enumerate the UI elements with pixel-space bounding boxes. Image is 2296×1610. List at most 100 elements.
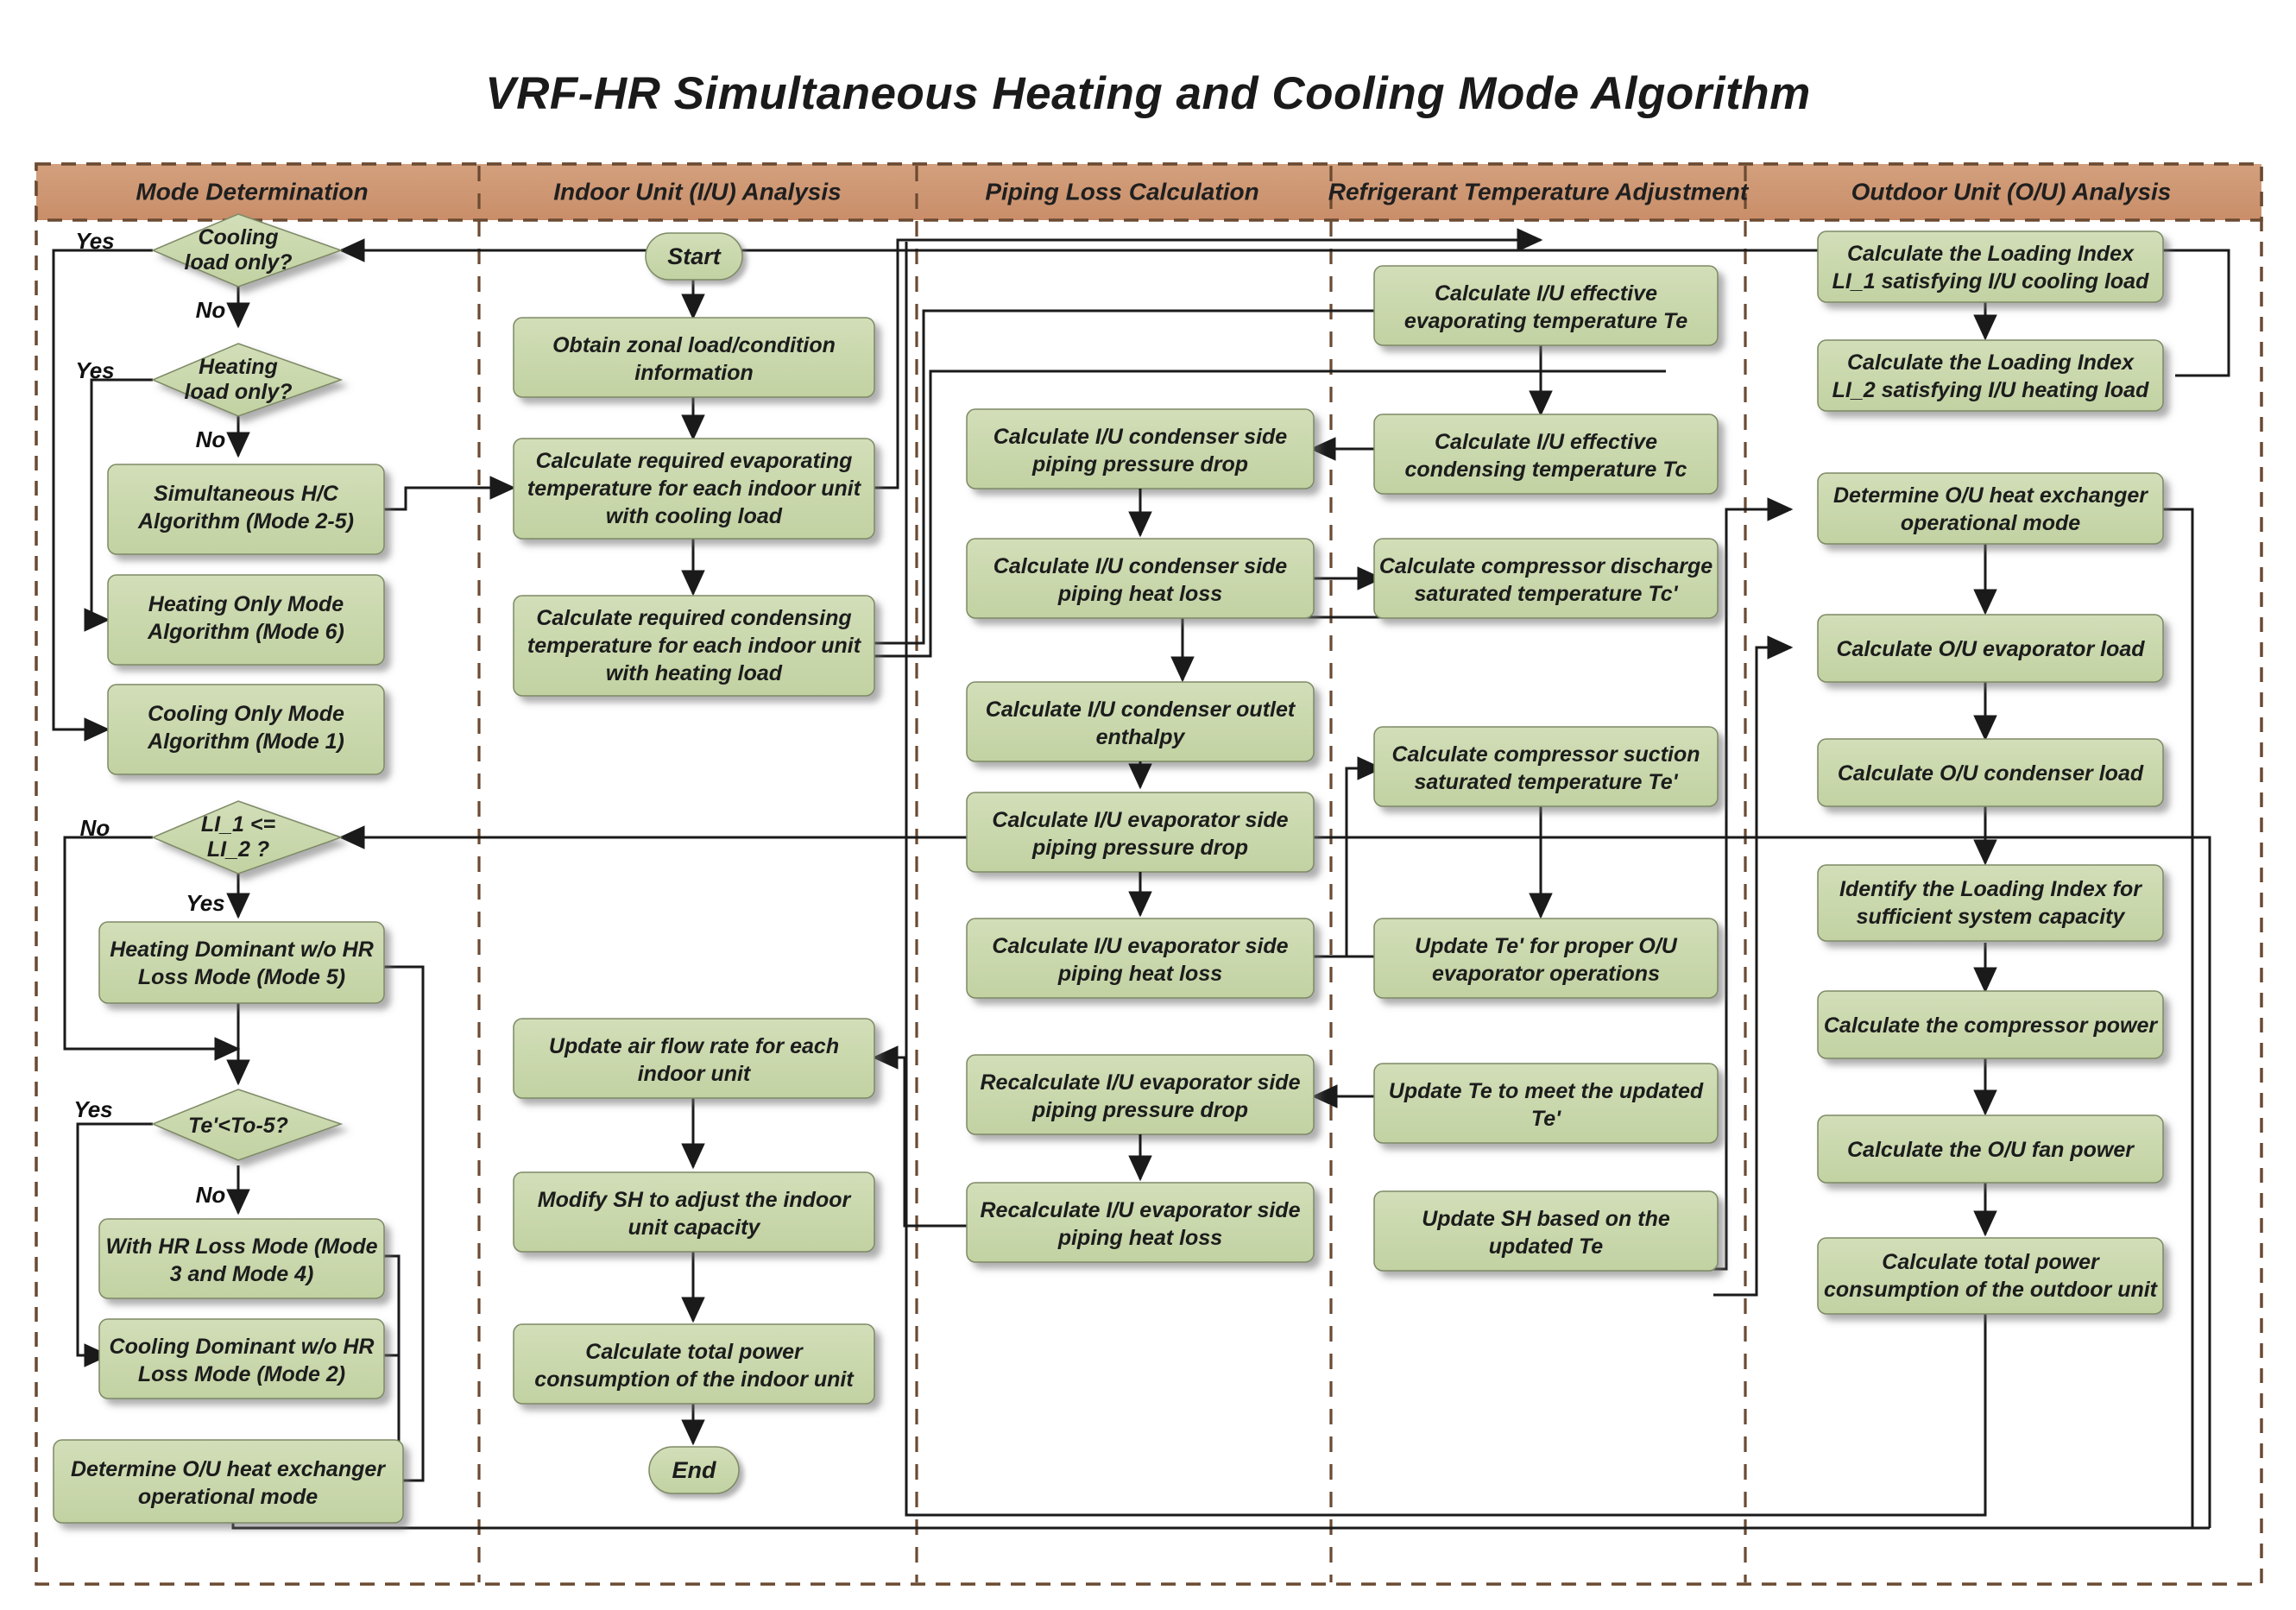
node-calc-total-power-indoor[interactable]: Calculate total power consumption of the… [513,1323,875,1405]
node-label-line: Update SH based on the [1422,1207,1670,1231]
node-label-line: Calculate I/U effective [1435,281,1657,306]
node-label-line: piping pressure drop [1031,1098,1248,1122]
node-label-line: Calculate total power [585,1340,804,1364]
node-calc-required-evaporating-temp[interactable]: Calculate required evaporating temperatu… [513,438,875,540]
lane-header-mode-determination: Mode Determination [136,178,368,205]
node-label-line: temperature for each indoor unit [527,634,862,658]
node-label-line: Calculate the Loading Index [1847,350,2135,375]
node-calc-iu-cond-outlet-enthalpy[interactable]: Calculate I/U condenser outlet enthalpy [966,681,1315,762]
node-label-line: load only? [185,250,293,275]
edge-cooling-yes [52,249,153,742]
node-heating-only-mode-algorithm[interactable]: Heating Only Mode Algorithm (Mode 6) [107,574,385,666]
node-label-line: Determine O/U heat exchanger [71,1457,386,1481]
node-label-line: Update air flow rate for each [549,1034,839,1058]
node-update-te-prime-for-ou-evap[interactable]: Update Te' for proper O/U evaporator ope… [1373,918,1719,999]
edge-heating-yes [84,378,153,632]
node-label-line: Calculate I/U condenser side [993,425,1287,449]
node-calc-iu-cond-side-pressure-drop[interactable]: Calculate I/U condenser side piping pres… [966,408,1315,489]
node-calc-iu-evap-side-pressure-drop[interactable]: Calculate I/U evaporator side piping pre… [966,792,1315,873]
lane-header-band [35,162,2263,222]
node-label-line: condensing temperature Tc [1405,458,1687,482]
node-label-line: Identify the Loading Index for [1839,877,2142,901]
node-identify-loading-index-capacity[interactable]: Identify the Loading Index for sufficien… [1817,864,2164,942]
node-label-line: indoor unit [638,1062,752,1086]
node-recalc-iu-evap-side-heat-loss[interactable]: Recalculate I/U evaporator side piping h… [966,1182,1315,1263]
edge-label-te-yes: Yes [73,1096,112,1122]
node-determine-ou-hx-mode-c5[interactable]: Determine O/U heat exchanger operational… [1817,472,2164,545]
node-label-line: sufficient system capacity [1857,905,2126,929]
edge-label-cooling-no: No [196,297,226,323]
node-update-te-to-meet-te-prime[interactable]: Update Te to meet the updated Te' [1373,1063,1719,1144]
node-end[interactable]: End [648,1446,740,1494]
node-label-line: Cooling Dominant w/o HR [110,1335,375,1359]
node-te-lt-to-minus-5[interactable]: Te'<To-5? [151,1089,344,1161]
node-calc-required-condensing-temp[interactable]: Calculate required condensing temperatur… [513,595,875,697]
node-label-line: information [634,361,754,385]
node-label-line: Cooling [198,225,278,249]
node-simultaneous-hc-algorithm[interactable]: Simultaneous H/C Algorithm (Mode 2-5) [107,464,385,555]
node-label-line: Calculate required condensing [536,606,851,630]
node-calc-compressor-suction-te[interactable]: Calculate compressor suction saturated t… [1373,726,1719,807]
node-label-line: Recalculate I/U evaporator side [981,1198,1301,1222]
node-label-line: evaporating temperature Te [1404,309,1687,333]
node-calc-ou-fan-power[interactable]: Calculate the O/U fan power [1817,1114,2164,1184]
node-cooling-only-mode-algorithm[interactable]: Cooling Only Mode Algorithm (Mode 1) [107,684,385,775]
node-label-line: Calculate total power [1882,1250,2100,1274]
node-label-line: Calculate compressor discharge [1379,554,1713,578]
edge-te-yes [76,1122,153,1367]
node-label-line: Obtain zonal load/condition [552,333,836,357]
node-label-line: Heating [199,355,278,379]
node-label-line: Heating Dominant w/o HR [110,938,374,962]
node-calc-iu-evap-side-heat-loss[interactable]: Calculate I/U evaporator side piping hea… [966,918,1315,999]
node-calc-iu-effective-evaporating-te[interactable]: Calculate I/U effective evaporating temp… [1373,265,1719,346]
node-li1-le-li2[interactable]: LI_1 <= LI_2 ? [151,800,344,874]
node-calc-loading-index-li1[interactable]: Calculate the Loading Index LI_1 satisfy… [1817,230,2164,303]
edge-li-no [63,836,241,1061]
node-modify-sh-adjust-capacity[interactable]: Modify SH to adjust the indoor unit capa… [513,1171,875,1253]
edge-iu-evap-to-c4-te [874,228,1543,489]
node-calc-loading-index-li2[interactable]: Calculate the Loading Index LI_2 satisfy… [1817,339,2164,412]
node-label-line: with heating load [606,661,783,685]
node-start[interactable]: Start [645,232,743,281]
node-label-line: Calculate I/U condenser outlet [986,698,1296,722]
node-label-line: Calculate required evaporating [536,449,853,473]
node-label-line: Algorithm (Mode 2-5) [137,509,354,534]
node-label-line: unit capacity [628,1215,761,1240]
node-calc-compressor-power[interactable]: Calculate the compressor power [1817,990,2164,1059]
node-label-line: Calculate I/U condenser side [993,554,1287,578]
node-heating-load-only[interactable]: Heating load only? [151,343,344,417]
node-determine-ou-hx-mode-c1[interactable]: Determine O/U heat exchanger operational… [53,1439,404,1524]
node-label-line: Update Te to meet the updated [1389,1079,1704,1103]
node-cooling-dominant-wo-hr-loss[interactable]: Cooling Dominant w/o HR Loss Mode (Mode … [98,1318,385,1399]
edge-label-te-no: No [196,1182,226,1208]
node-label-line: consumption of the indoor unit [534,1367,855,1392]
node-with-hr-loss-mode[interactable]: With HR Loss Mode (Mode 3 and Mode 4) [98,1218,385,1299]
node-update-air-flow-rate[interactable]: Update air flow rate for each indoor uni… [513,1018,875,1099]
node-calc-iu-effective-condensing-tc[interactable]: Calculate I/U effective condensing tempe… [1373,414,1719,495]
node-label-line: Recalculate I/U evaporator side [981,1070,1301,1095]
node-label-line: Update Te' for proper O/U [1415,934,1678,958]
node-cooling-load-only[interactable]: Cooling load only? [151,213,344,287]
node-label-line: enthalpy [1096,725,1186,749]
node-calc-total-power-outdoor[interactable]: Calculate total power consumption of the… [1817,1237,2164,1315]
node-calc-ou-condenser-load[interactable]: Calculate O/U condenser load [1817,738,2164,807]
node-label-line: With HR Loss Mode (Mode [105,1234,377,1259]
node-label-line: piping pressure drop [1031,452,1248,477]
node-recalc-iu-evap-side-pressure-drop[interactable]: Recalculate I/U evaporator side piping p… [966,1054,1315,1135]
edge-iu-cond-to-c4-tc [874,309,1541,645]
node-label-line: Calculate the O/U fan power [1847,1138,2135,1162]
node-label-line: Algorithm (Mode 1) [147,729,344,754]
edge-label-heating-yes: Yes [75,357,114,383]
node-heating-dominant-wo-hr-loss[interactable]: Heating Dominant w/o HR Loss Mode (Mode … [98,921,385,1004]
node-label-line: piping heat loss [1057,582,1222,606]
node-calc-compressor-discharge-tc[interactable]: Calculate compressor discharge saturated… [1373,538,1719,619]
node-calc-ou-evaporator-load[interactable]: Calculate O/U evaporator load [1817,614,2164,683]
node-label-line: Te'<To-5? [188,1114,288,1138]
node-label-line: evaporator operations [1432,962,1660,986]
node-update-sh-based-on-te[interactable]: Update SH based on the updated Te [1373,1190,1719,1272]
lane-header-piping-loss-calculation: Piping Loss Calculation [985,178,1258,205]
node-label-line: temperature for each indoor unit [527,477,862,501]
node-obtain-zonal-load[interactable]: Obtain zonal load/condition information [513,317,875,398]
node-calc-iu-cond-side-heat-loss[interactable]: Calculate I/U condenser side piping heat… [966,538,1315,619]
